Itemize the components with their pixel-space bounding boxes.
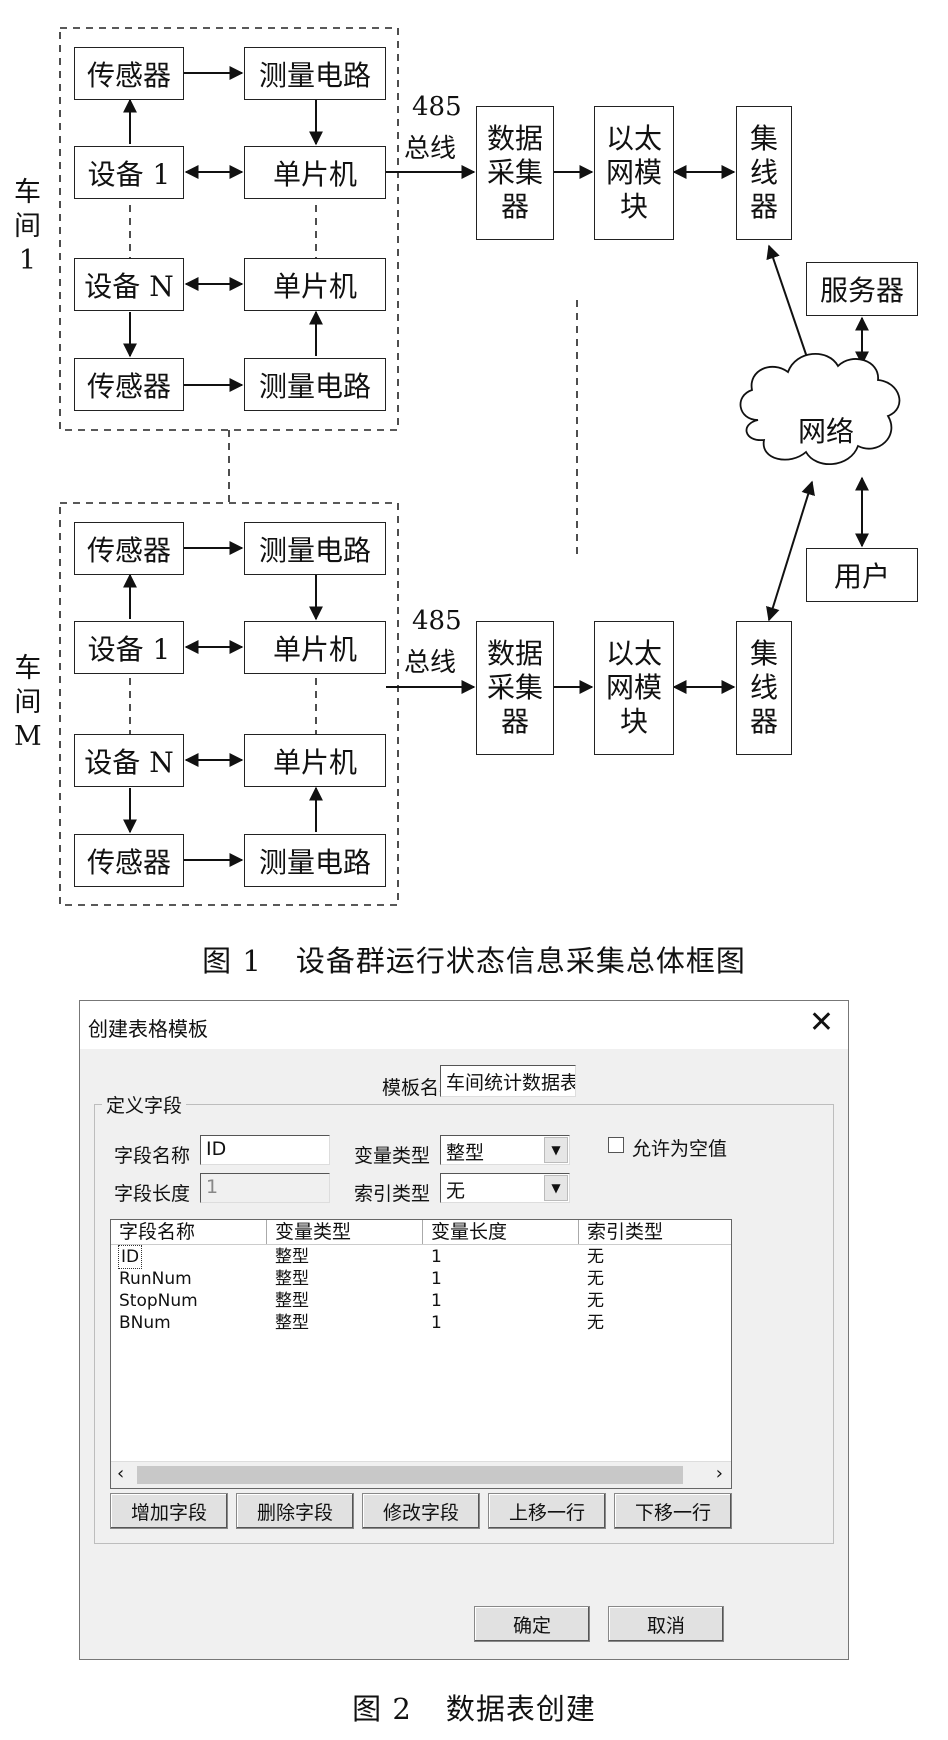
figure-2-title: 数据表创建 [445,1692,596,1726]
ethernet-module-box: 以太网模块 [594,106,674,240]
index-type-select[interactable]: 无 ▼ [440,1173,570,1203]
chevron-down-icon[interactable]: ▼ [544,1137,568,1163]
cancel-button[interactable]: 取消 [608,1606,724,1642]
template-name-input[interactable]: 车间统计数据表 [440,1065,576,1097]
mcu-box: 单片机 [244,258,386,311]
cell: 1 [431,1291,442,1311]
cell: 整型 [275,1269,309,1289]
index-type-value: 无 [446,1180,466,1202]
chevron-down-icon[interactable]: ▼ [544,1175,568,1201]
field-length-input[interactable]: 1 [200,1173,330,1203]
move-up-button[interactable]: 上移一行 [488,1493,606,1529]
device-1-box: 设备 1 [74,146,184,199]
scrollbar-thumb[interactable] [137,1466,683,1484]
hub-box: 集线器 [736,106,792,240]
bus-label: 总线 [404,648,457,678]
cell: StopNum [119,1291,198,1311]
scroll-right-icon[interactable]: › [715,1463,723,1484]
mcu-box: 单片机 [244,146,386,199]
column-header[interactable]: 变量长度 [423,1220,579,1244]
device-n-box: 设备 N [74,734,184,787]
table-row[interactable]: RunNum 整型 1 无 [111,1268,731,1290]
sensor-box: 传感器 [74,358,184,411]
sensor-box: 传感器 [74,834,184,887]
cell: 无 [587,1291,604,1311]
ethernet-module-box: 以太网模块 [594,621,674,755]
cell: 无 [587,1269,604,1289]
cell: 无 [587,1247,604,1267]
figure-2-number: 图 2 [352,1692,412,1726]
cell: 整型 [275,1291,309,1311]
table-row[interactable]: ID 整型 1 无 [111,1245,731,1269]
bus-485-label: 485 [412,92,462,122]
data-collector-box: 数据采集器 [476,106,554,240]
sensor-box: 传感器 [74,47,184,100]
cell: 1 [431,1247,442,1267]
sensor-box: 传感器 [74,522,184,575]
horizontal-scrollbar[interactable]: ‹ › [111,1461,731,1488]
field-length-label: 字段长度 [114,1183,191,1205]
cell: BNum [119,1313,171,1333]
allow-null-checkbox[interactable] [608,1137,624,1153]
cell: 整型 [275,1313,309,1333]
dialog-titlebar: 创建表格模板 ✕ [80,1001,848,1049]
bus-485-label: 485 [412,606,462,636]
close-icon[interactable]: ✕ [808,1005,834,1040]
device-1-box: 设备 1 [74,621,184,674]
dialog-title: 创建表格模板 [88,1017,208,1041]
measure-circuit-box: 测量电路 [244,358,386,411]
index-type-label: 索引类型 [354,1183,431,1205]
server-box: 服务器 [806,262,918,316]
data-collector-box: 数据采集器 [476,621,554,755]
cell: 1 [431,1313,442,1333]
fields-list-header: 字段名称 变量类型 变量长度 索引类型 [111,1220,731,1245]
figure-2-caption: 图 2 数据表创建 [0,1686,948,1728]
measure-circuit-box: 测量电路 [244,834,386,887]
field-name-input[interactable]: ID [200,1135,330,1165]
table-row[interactable]: BNum 整型 1 无 [111,1312,731,1334]
cell: RunNum [119,1269,192,1289]
var-type-label: 变量类型 [354,1145,431,1167]
network-label: 网络 [798,415,855,448]
measure-circuit-box: 测量电路 [244,47,386,100]
figure-1-title: 设备群运行状态信息采集总体框图 [295,944,746,978]
field-name-label: 字段名称 [114,1145,191,1167]
move-down-button[interactable]: 下移一行 [614,1493,732,1529]
column-header[interactable]: 变量类型 [267,1220,423,1244]
cell: 无 [587,1313,604,1333]
mcu-box: 单片机 [244,621,386,674]
bus-label: 总线 [404,134,457,164]
hub-box: 集线器 [736,621,792,755]
var-type-value: 整型 [446,1142,485,1164]
figure-1-caption: 图 1 设备群运行状态信息采集总体框图 [0,938,948,980]
ok-button[interactable]: 确定 [474,1606,590,1642]
fields-list[interactable]: 字段名称 变量类型 变量长度 索引类型 ID 整型 1 无 RunNum 整型 … [110,1219,732,1489]
diagram-connectors [59,27,901,906]
user-box: 用户 [806,548,918,602]
template-name-label: 模板名称 [382,1077,459,1099]
modify-field-button[interactable]: 修改字段 [362,1493,480,1529]
column-header[interactable]: 字段名称 [111,1220,267,1244]
device-n-box: 设备 N [74,258,184,311]
delete-field-button[interactable]: 删除字段 [236,1493,354,1529]
mcu-box: 单片机 [244,734,386,787]
scroll-left-icon[interactable]: ‹ [117,1463,125,1484]
measure-circuit-box: 测量电路 [244,522,386,575]
network-cloud-shape [739,352,901,466]
allow-null-label: 允许为空值 [632,1138,728,1160]
figure-1-number: 图 1 [202,944,262,978]
cell: ID [117,1245,143,1269]
add-field-button[interactable]: 增加字段 [110,1493,228,1529]
column-header[interactable]: 索引类型 [587,1221,664,1243]
table-row[interactable]: StopNum 整型 1 无 [111,1290,731,1312]
create-table-template-dialog: 创建表格模板 ✕ 模板名称 车间统计数据表 定义字段 字段名称 ID 字段长度 … [79,1000,849,1660]
cell: 1 [431,1269,442,1289]
define-fields-group-label: 定义字段 [102,1091,187,1118]
define-fields-group [94,1104,834,1544]
cell: 整型 [275,1247,309,1267]
var-type-select[interactable]: 整型 ▼ [440,1135,570,1165]
